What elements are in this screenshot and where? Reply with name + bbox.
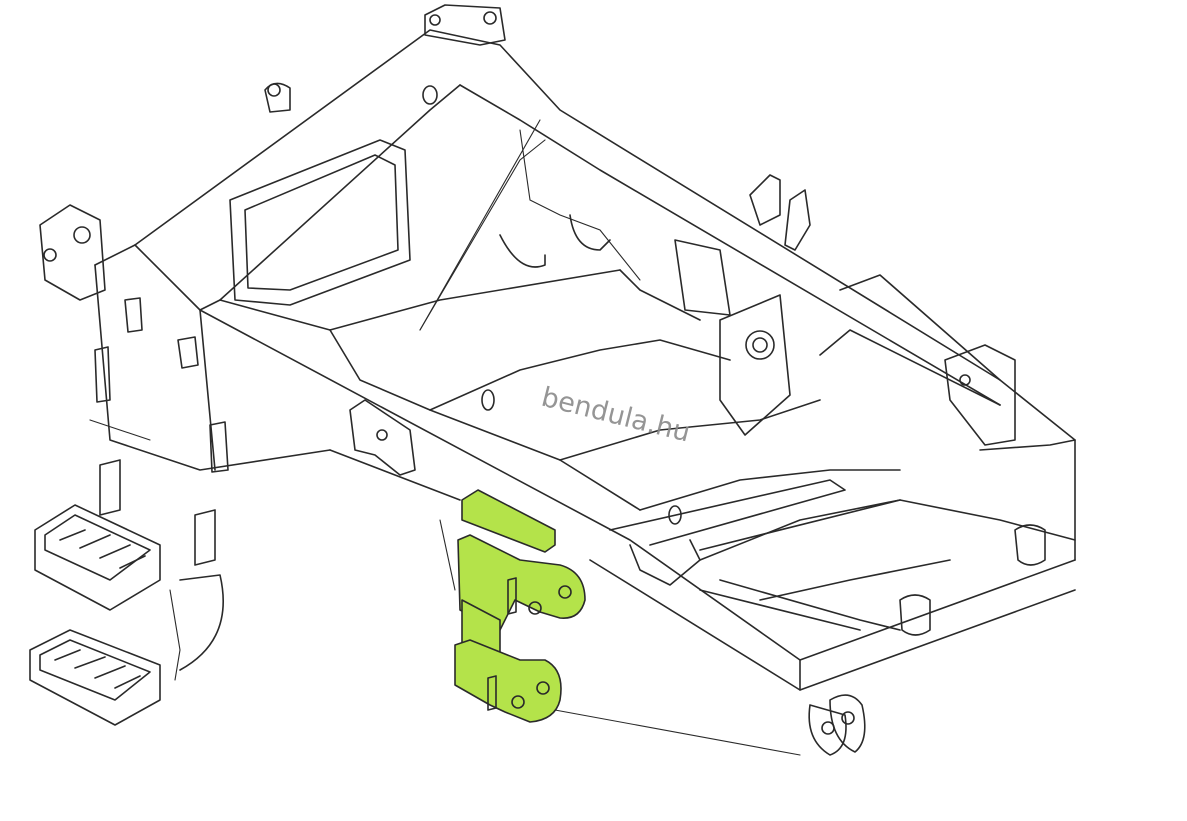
frame-brackets	[39, 4, 1016, 476]
main-frame	[94, 29, 1076, 756]
frame-holes	[94, 85, 1046, 636]
watermark-text: bendula.hu	[538, 382, 693, 449]
leader-lines	[89, 119, 801, 756]
step-assembly	[29, 459, 224, 726]
highlighted-hitch-bracket[interactable]	[454, 489, 586, 723]
